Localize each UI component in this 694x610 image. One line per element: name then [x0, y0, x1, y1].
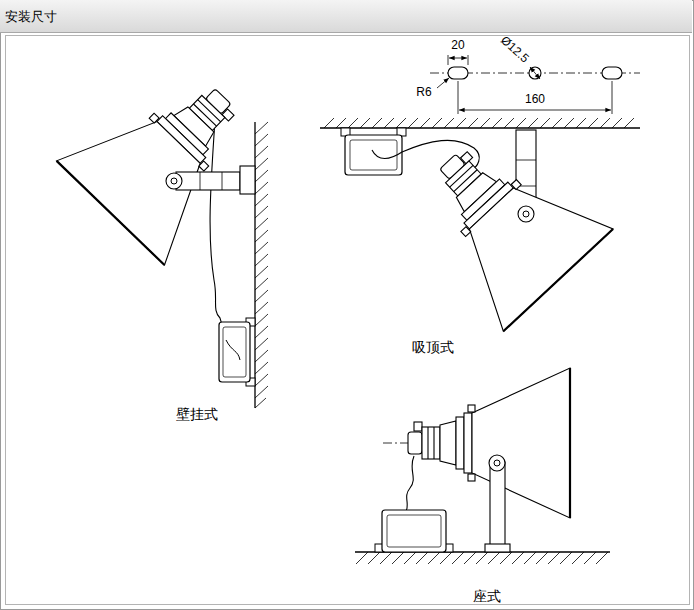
extension-line	[458, 81, 612, 114]
view-caption: 吸顶式	[412, 339, 454, 355]
base-plate	[485, 544, 510, 552]
pivot	[489, 455, 505, 471]
dimension-text: 160	[525, 93, 545, 107]
floodlight	[57, 44, 277, 265]
pivot	[166, 173, 182, 189]
junction-box	[345, 135, 402, 175]
ceiling-hatch	[324, 118, 634, 128]
dimension-text: 20	[451, 39, 464, 53]
page-title: 安装尺寸	[5, 8, 57, 26]
pivot	[518, 206, 534, 222]
mounting-hole-detail	[430, 55, 640, 114]
pivot-bolt	[494, 460, 500, 466]
dimension-text: Ø12.5	[497, 34, 531, 66]
mount-arm	[490, 462, 505, 546]
wall-mount-view	[57, 44, 277, 408]
slot-hole	[602, 67, 622, 79]
cable	[210, 104, 228, 345]
ceiling-mount-view	[320, 111, 640, 332]
diameter-line	[530, 67, 540, 79]
wall-plate	[240, 166, 255, 194]
cable	[226, 340, 240, 360]
mount-arm	[176, 172, 240, 190]
round-hole	[529, 67, 541, 79]
arm-joint	[200, 172, 222, 190]
floodlight	[408, 368, 570, 518]
junction-box	[219, 322, 250, 382]
view-caption: 壁挂式	[176, 406, 218, 422]
floodlight	[393, 111, 613, 332]
view-caption: 座式	[473, 588, 501, 604]
junction-box-lid	[223, 327, 246, 377]
junction-box-lid	[387, 515, 441, 547]
slot-hole	[448, 67, 468, 79]
junction-box	[382, 510, 446, 552]
wall-hatch	[255, 122, 268, 408]
extension-line	[448, 55, 468, 65]
dimension-line	[459, 110, 611, 111]
dimension-text: R6	[416, 86, 431, 100]
floor-mount-view	[355, 368, 610, 564]
header-bar: 安装尺寸	[0, 0, 692, 33]
junction-box-lid	[350, 140, 397, 170]
cable	[404, 456, 414, 516]
pivot-bolt	[171, 178, 177, 184]
leader-line	[437, 78, 449, 88]
drawing-panel	[5, 35, 690, 605]
pivot-bolt	[523, 211, 529, 217]
dimension-line	[449, 58, 467, 59]
floor-hatch	[356, 552, 608, 564]
wall-line	[254, 122, 255, 408]
